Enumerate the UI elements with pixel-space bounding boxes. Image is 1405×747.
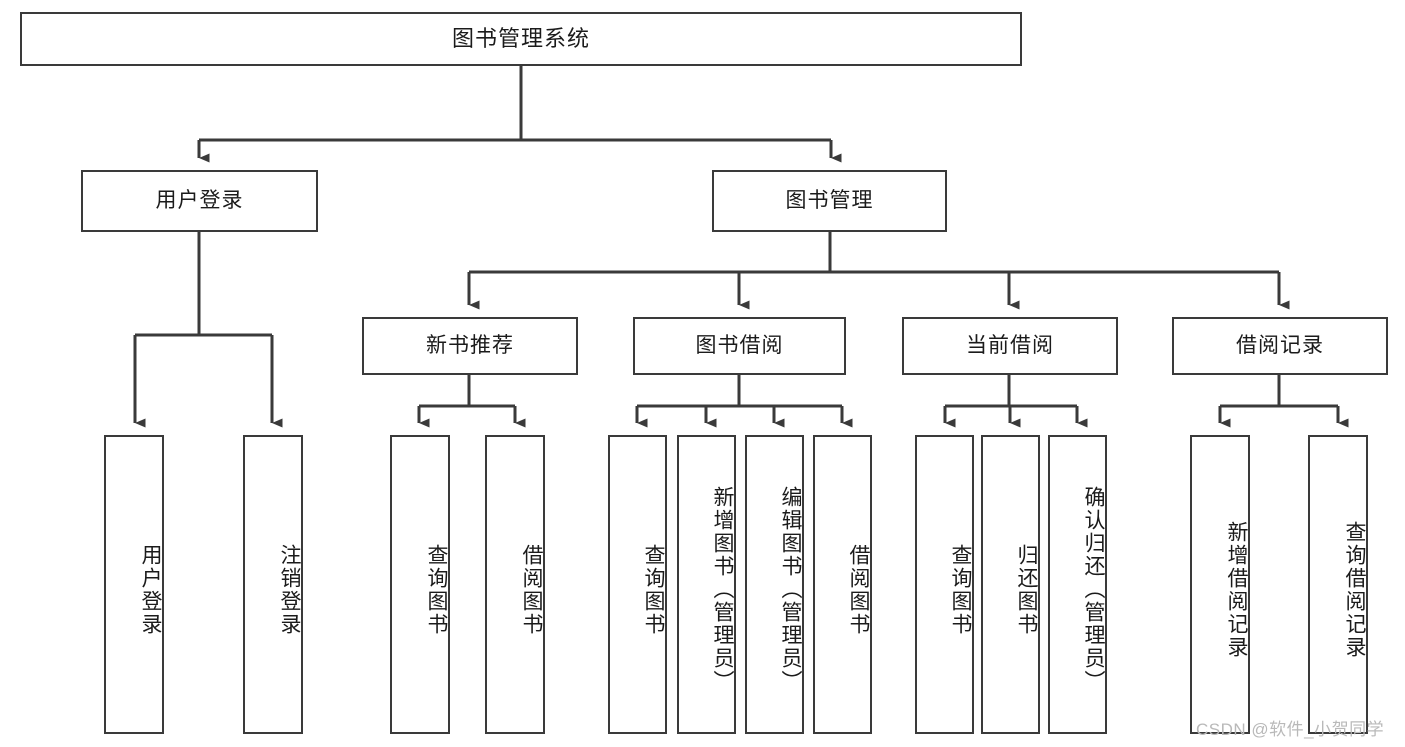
node-current-borrow[interactable]: 当前借阅 — [902, 317, 1118, 375]
leaf-query-book-3[interactable]: 查询图书 — [915, 435, 974, 734]
leaf-logout[interactable]: 注销登录 — [243, 435, 303, 734]
node-new-book-recommend[interactable]: 新书推荐 — [362, 317, 578, 375]
leaf-query-record[interactable]: 查询借阅记录 — [1308, 435, 1368, 734]
leaf-borrow-book-1[interactable]: 借阅图书 — [485, 435, 545, 734]
node-borrow-record[interactable]: 借阅记录 — [1172, 317, 1388, 375]
leaf-add-book[interactable]: 新增图书（管理员） — [677, 435, 736, 734]
node-root[interactable]: 图书管理系统 — [20, 12, 1022, 66]
leaf-borrow-book-2[interactable]: 借阅图书 — [813, 435, 872, 734]
leaf-query-book-1[interactable]: 查询图书 — [390, 435, 450, 734]
leaf-query-book-2[interactable]: 查询图书 — [608, 435, 667, 734]
leaf-add-record[interactable]: 新增借阅记录 — [1190, 435, 1250, 734]
leaf-return-book[interactable]: 归还图书 — [981, 435, 1040, 734]
leaf-user-login[interactable]: 用户登录 — [104, 435, 164, 734]
node-book-manage[interactable]: 图书管理 — [712, 170, 947, 232]
node-user-login[interactable]: 用户登录 — [81, 170, 318, 232]
node-book-borrow[interactable]: 图书借阅 — [633, 317, 846, 375]
leaf-edit-book[interactable]: 编辑图书（管理员） — [745, 435, 804, 734]
leaf-confirm-return[interactable]: 确认归还（管理员） — [1048, 435, 1107, 734]
csdn-watermark: CSDN @软件_小贺同学 — [1196, 720, 1385, 739]
